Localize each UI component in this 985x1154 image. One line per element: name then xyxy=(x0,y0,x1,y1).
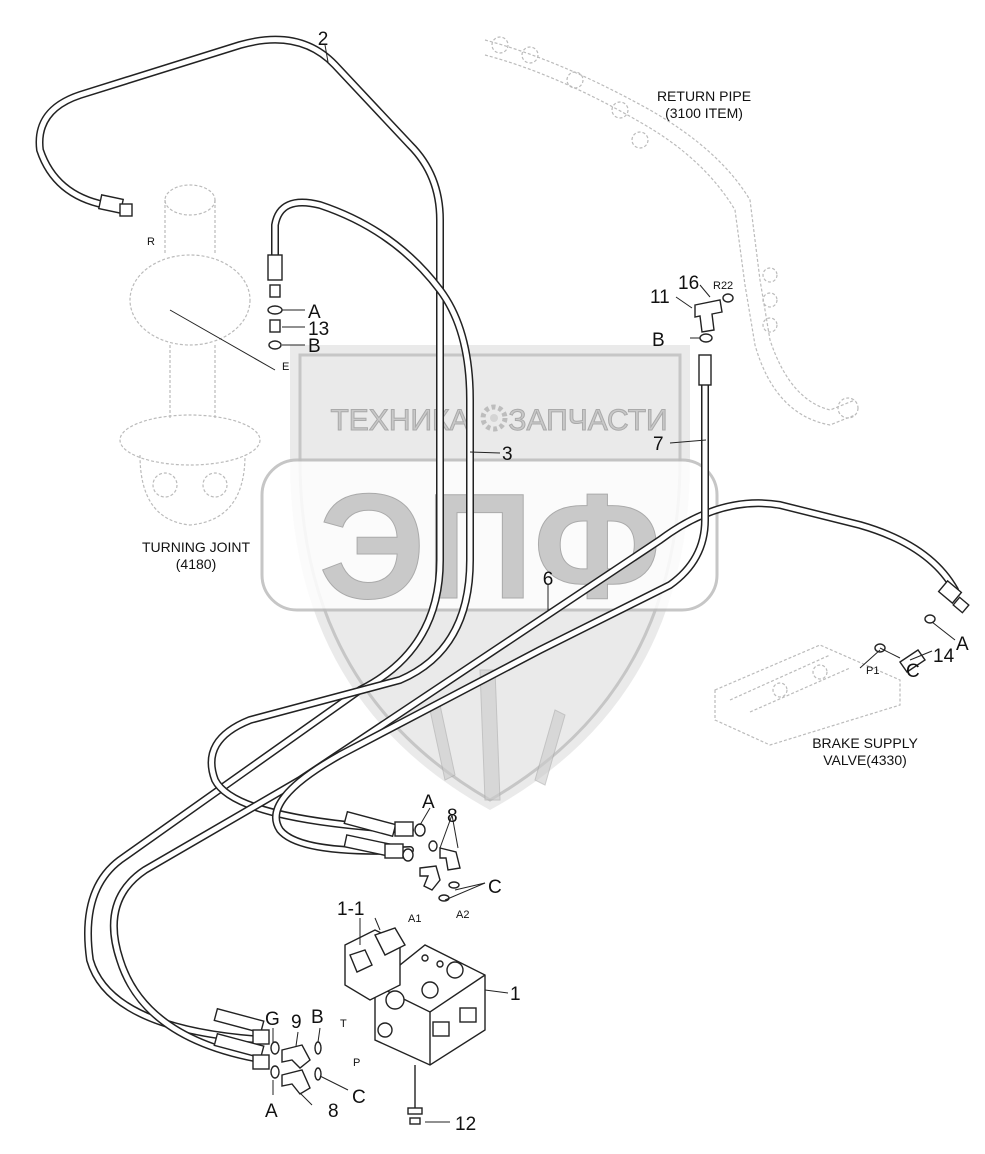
caption-return-pipe-2: (3100 ITEM) xyxy=(665,105,743,121)
caption-turning-joint-1: TURNING JOINT xyxy=(142,539,251,555)
hose-ferrules xyxy=(97,194,970,1070)
callout-3: 3 xyxy=(502,444,513,465)
seal-B-bottom: B xyxy=(311,1007,324,1028)
port-T: T xyxy=(340,1018,347,1030)
hose-7 xyxy=(272,366,709,855)
callout-9: 9 xyxy=(291,1012,302,1033)
callout-1-1: 1-1 xyxy=(337,899,364,920)
seal-A-right: A xyxy=(956,634,969,655)
caption-brake-valve-2: VALVE(4330) xyxy=(823,752,907,768)
valve-block xyxy=(344,927,486,1125)
fittings xyxy=(267,293,936,1095)
caption-return-pipe-1: RETURN PIPE xyxy=(657,88,751,104)
callout-16: 16 xyxy=(678,273,699,294)
port-R: R xyxy=(147,236,155,248)
port-R22: R22 xyxy=(713,280,733,292)
seal-B-right: B xyxy=(652,330,665,351)
wheat-icon xyxy=(429,669,566,801)
port-P: P xyxy=(353,1057,360,1069)
labels: 2 3 6 7 1 1-1 8 8 9 11 12 13 14 16 A B B… xyxy=(142,29,969,1135)
leader-lines xyxy=(169,44,956,1123)
seal-G-bottom: G xyxy=(265,1009,280,1030)
callout-6: 6 xyxy=(543,569,554,590)
callout-7: 7 xyxy=(653,434,664,455)
callout-13: 13 xyxy=(308,319,329,340)
caption-brake-valve-1: BRAKE SUPPLY xyxy=(812,735,918,751)
port-P1: P1 xyxy=(866,665,879,677)
hose-3 xyxy=(207,198,474,834)
seal-A-bottom: A xyxy=(265,1101,278,1122)
watermark-logo-letters: ЭПФ xyxy=(319,462,662,630)
gear-icon xyxy=(480,404,508,432)
callout-11: 11 xyxy=(650,287,670,308)
turning-joint-ghost xyxy=(119,184,261,526)
seal-C-right: C xyxy=(906,661,920,682)
port-E: E xyxy=(282,361,289,373)
seal-C-bottom: C xyxy=(352,1087,366,1108)
watermark-text-right: ЗАПЧАСТИ xyxy=(508,404,667,437)
seal-C-middle: C xyxy=(488,877,502,898)
callout-2: 2 xyxy=(318,29,329,50)
port-A2: A2 xyxy=(456,909,469,921)
callout-8-top: 8 xyxy=(447,806,458,827)
hose-2 xyxy=(35,35,444,1044)
callout-1: 1 xyxy=(510,984,521,1005)
seal-A-middle: A xyxy=(422,792,435,813)
watermark: ТЕХНИКА ЗАПЧАСТИ ЭПФ xyxy=(260,345,719,810)
port-A1: A1 xyxy=(408,913,421,925)
seal-A-left-top: A xyxy=(308,302,321,323)
watermark-text-left: ТЕХНИКА xyxy=(330,404,469,437)
callout-12: 12 xyxy=(455,1114,476,1135)
brake-valve-ghost xyxy=(714,644,901,746)
return-pipe-ghost xyxy=(484,36,859,426)
caption-turning-joint-2: (4180) xyxy=(176,556,216,572)
callout-8-bottom: 8 xyxy=(328,1101,339,1122)
callout-14: 14 xyxy=(933,646,955,667)
seal-B-left: B xyxy=(308,336,321,357)
